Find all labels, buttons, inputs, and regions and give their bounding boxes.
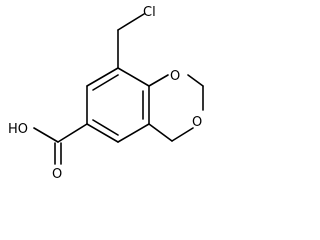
bond-ring-lower-left <box>86 123 119 143</box>
bond-o-upper-to-ch2 <box>187 74 204 87</box>
bond-carboxyl-to-oh <box>33 127 59 143</box>
ring-oxygen-lower-label: O <box>192 115 202 130</box>
bond-ch2-to-ring <box>148 123 173 142</box>
structure-diagram: Cl O O HO O <box>8 5 204 182</box>
bond-ring-to-o-upper <box>148 74 169 87</box>
molecule-drawing: Cl O O HO O <box>8 5 204 182</box>
bond-ring-double-lower-left <box>92 119 119 136</box>
bond-ring-upper-left <box>86 67 119 87</box>
bond-ring-double-upper-left <box>92 74 119 91</box>
chlorine-label: Cl <box>143 5 156 20</box>
bond-ring-to-carboxyl <box>57 123 88 143</box>
carbonyl-oxygen-label: O <box>52 167 62 182</box>
ring-oxygen-upper-label: O <box>170 69 180 84</box>
bond-ring-top <box>117 67 150 87</box>
bond-ring-lower-right <box>117 123 150 143</box>
hydroxyl-label: HO <box>8 122 28 137</box>
bond-o-lower-to-ch2 <box>171 127 194 142</box>
bond-ch2-to-cl <box>117 13 145 31</box>
